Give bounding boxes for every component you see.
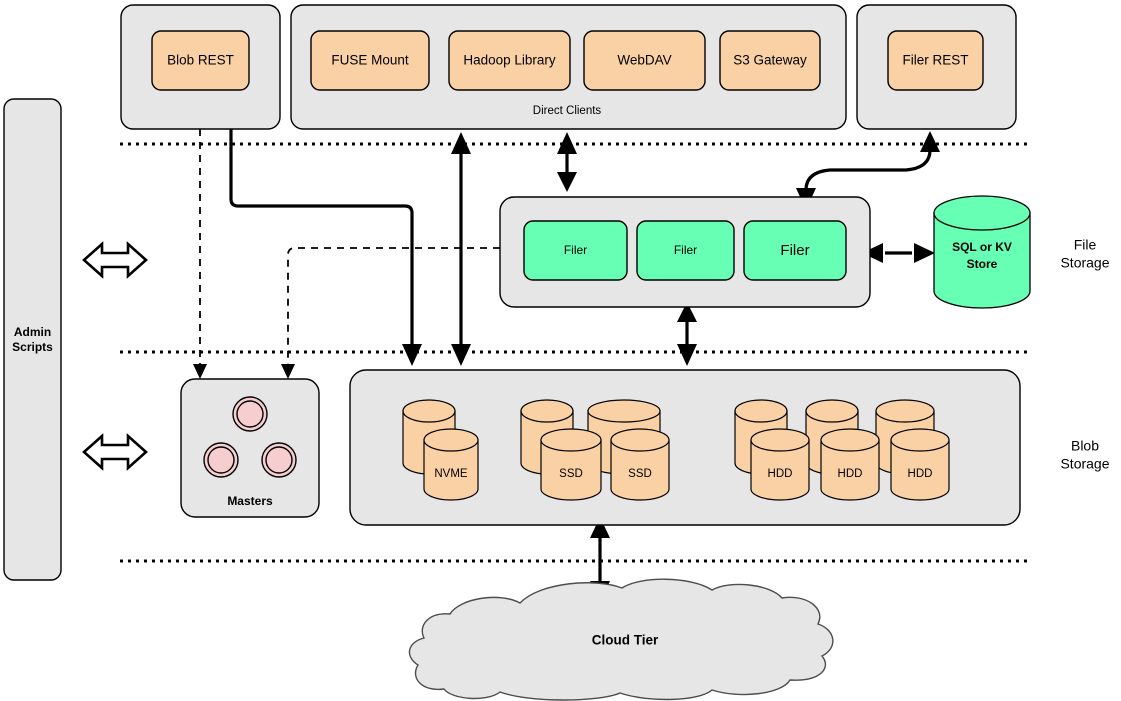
direct-clients-caption: Direct Clients <box>533 105 602 117</box>
connector-filer-to-volumes <box>677 302 697 366</box>
metastore-cylinder-top <box>933 195 1031 231</box>
hadoop-library-label: Hadoop Library <box>463 53 556 68</box>
file-storage-label-line1: File <box>1074 237 1097 253</box>
hadoop-library-node[interactable] <box>448 30 571 91</box>
admin-to-blobstorage-arrow <box>82 433 148 471</box>
connector-blobrest-to-masters <box>193 129 207 379</box>
master-node-3[interactable] <box>261 442 297 478</box>
cloud-shape <box>408 578 834 701</box>
connector-filer-to-metastore <box>862 243 935 263</box>
filer-rest-group[interactable]: Filer REST <box>856 4 1017 130</box>
filer-node-2[interactable] <box>636 220 735 281</box>
ssd-cylinder-front-2[interactable] <box>610 428 670 501</box>
blob-rest-label: Blob REST <box>167 53 234 68</box>
filer-node-3[interactable] <box>743 220 847 281</box>
nvme-label: NVME <box>434 468 468 480</box>
admin-scripts-panel[interactable]: Admin Scripts <box>3 98 62 581</box>
hdd-cylinder-front-1[interactable] <box>750 428 810 501</box>
filer-node-2-label: Filer <box>674 243 697 257</box>
connector-directclients-to-filer <box>557 132 577 192</box>
master-node-2[interactable] <box>203 442 239 478</box>
filer-node-1-label: Filer <box>564 243 587 257</box>
volume-servers-group[interactable]: NVME SSD SSD <box>349 369 1021 526</box>
filer-node-1[interactable] <box>523 220 628 281</box>
hdd-volume-group[interactable]: HDD HDD HDD <box>734 399 950 501</box>
hdd-label-3: HDD <box>908 468 933 480</box>
masters-group-box <box>180 378 320 518</box>
admin-scripts-box <box>3 98 62 581</box>
filer-group[interactable]: Filer Filer Filer <box>499 196 871 308</box>
metastore-label-line2: Store <box>967 257 998 271</box>
cloud-tier[interactable]: Cloud Tier <box>408 578 834 701</box>
webdav-label: WebDAV <box>617 53 671 68</box>
connector-blobrest-to-volumes <box>229 129 422 366</box>
blob-storage-label-line1: Blob <box>1071 438 1099 454</box>
hdd-label-1: HDD <box>768 468 793 480</box>
blob-rest-node[interactable] <box>151 30 250 91</box>
hdd-cylinder-front-2[interactable] <box>820 428 880 501</box>
hdd-label-2: HDD <box>838 468 863 480</box>
fuse-mount-node[interactable] <box>310 30 430 91</box>
admin-scripts-label-line1: Admin <box>14 325 51 339</box>
admin-scripts-label-line2: Scripts <box>12 340 53 354</box>
filer-node-3-label: Filer <box>780 242 809 259</box>
connector-filer-to-masters <box>281 247 500 379</box>
ssd-label-1: SSD <box>559 468 583 480</box>
hdd-cylinder-front-3[interactable] <box>890 428 950 501</box>
blob-rest-group[interactable]: Blob REST <box>120 4 281 130</box>
ssd-volume-group[interactable]: SSD SSD <box>520 399 670 501</box>
file-storage-side-label: File Storage <box>1060 237 1109 271</box>
s3-gateway-node[interactable] <box>719 30 821 91</box>
nvme-volume-group[interactable]: NVME <box>402 399 479 501</box>
direct-clients-group[interactable]: FUSE Mount Hadoop Library WebDAV S3 Gate… <box>290 4 847 130</box>
fuse-mount-label: FUSE Mount <box>331 53 409 68</box>
filer-rest-label: Filer REST <box>902 53 968 68</box>
nvme-cylinder-front[interactable] <box>423 428 479 501</box>
admin-to-filestorage-arrow <box>82 241 148 279</box>
filer-rest-node[interactable] <box>887 30 984 91</box>
blob-storage-label-line2: Storage <box>1060 456 1109 472</box>
metastore-cylinder[interactable]: SQL or KV Store <box>933 195 1031 309</box>
masters-label: Masters <box>227 494 273 508</box>
ssd-cylinder-front-1[interactable] <box>540 428 602 501</box>
blob-storage-side-label: Blob Storage <box>1060 438 1109 472</box>
webdav-node[interactable] <box>583 30 706 91</box>
masters-group[interactable]: Masters <box>180 378 320 518</box>
connector-directclients-to-volumes <box>451 132 471 366</box>
s3-gateway-label: S3 Gateway <box>733 53 807 68</box>
ssd-label-2: SSD <box>628 468 652 480</box>
cloud-tier-label: Cloud Tier <box>592 633 659 648</box>
metastore-label-line1: SQL or KV <box>952 240 1012 254</box>
master-node-1[interactable] <box>232 396 268 432</box>
file-storage-label-line2: Storage <box>1060 255 1109 271</box>
